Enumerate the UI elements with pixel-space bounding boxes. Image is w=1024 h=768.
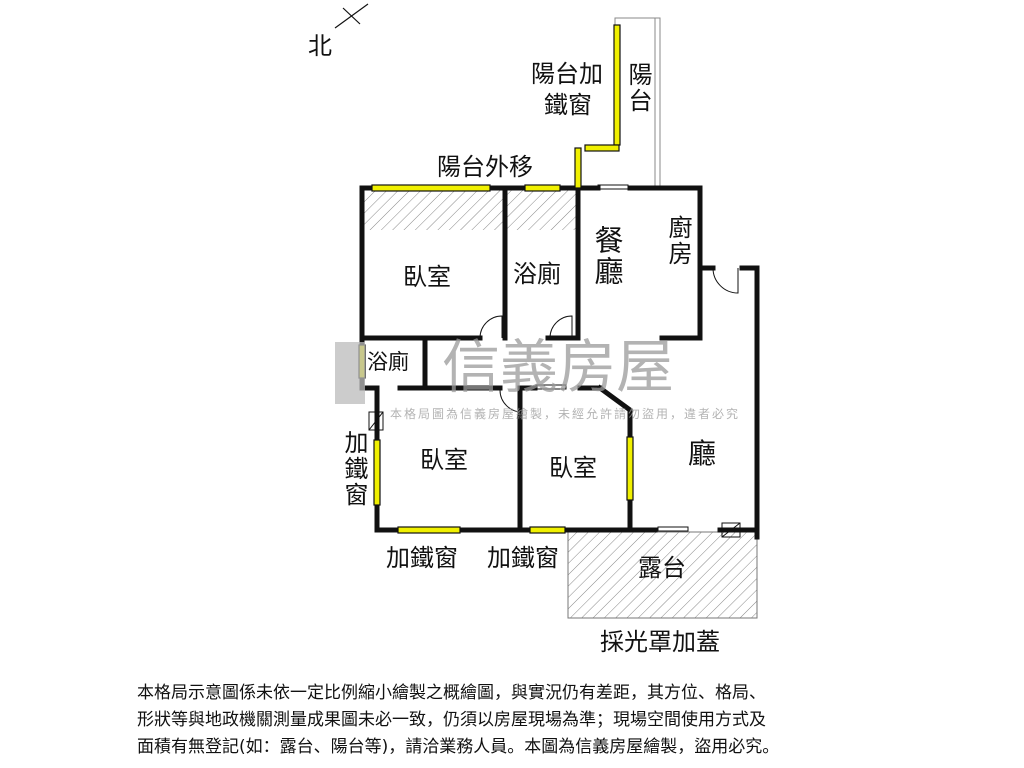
room-bath-main: 浴廁 (513, 260, 561, 288)
label-bottom-window-2: 加鐵窗 (487, 544, 559, 572)
label-balcony-window-1: 陽台加 (531, 60, 603, 88)
terrace-area (567, 531, 758, 619)
label-bottom-window-1: 加鐵窗 (386, 544, 458, 572)
disclaimer-line: 本格局示意圖係未依一定比例縮小繪製之概繪圖，與實況仍有差距，其方位、格局、 (137, 683, 766, 703)
room-living: 廳 (688, 437, 717, 470)
room-terrace: 露台 (638, 554, 686, 582)
watermark-brand: 信義房屋 (442, 333, 675, 401)
label-left-window: 加鐵窗 (340, 430, 368, 508)
room-dining: 餐廳 (590, 225, 624, 287)
vent-icon (368, 411, 384, 431)
drain-icon (721, 522, 741, 538)
room-bedroom-master: 臥室 (403, 263, 451, 291)
room-bedroom-3: 臥室 (549, 454, 597, 482)
room-bath-small: 浴廁 (367, 350, 409, 374)
balcony-outline (614, 17, 661, 188)
room-balcony: 陽台 (624, 62, 652, 114)
room-bedroom-2: 臥室 (420, 446, 468, 474)
disclaimer: 本格局示意圖係未依一定比例縮小繪製之概繪圖，與實況仍有差距，其方位、格局、 形狀… (137, 680, 779, 761)
watermark-logo (335, 342, 365, 404)
watermark-notice: 本格局圖為信義房屋繪製，未經允許請勿盜用，違者必究 (390, 407, 741, 421)
doors (368, 184, 741, 538)
hatched-area-bedroom (364, 190, 503, 230)
compass-label: 北 (308, 32, 332, 60)
label-balcony-moved: 陽台外移 (437, 153, 533, 181)
disclaimer-line: 面積有無登記(如：露台、陽台等)，請洽業務人員。本圖為信義房屋繪製，盜用必究。 (137, 737, 780, 757)
disclaimer-line: 形狀等與地政機關測量成果圖未必一致，仍須以房屋現場為準；現場空間使用方式及 (137, 710, 766, 730)
label-skylight: 採光罩加蓋 (600, 628, 720, 656)
label-balcony-window-2: 鐵窗 (544, 91, 592, 119)
north-arrow-icon (334, 3, 369, 29)
hatched-area-bath (507, 190, 576, 230)
room-kitchen: 廚房 (664, 215, 692, 267)
walls (359, 185, 760, 540)
